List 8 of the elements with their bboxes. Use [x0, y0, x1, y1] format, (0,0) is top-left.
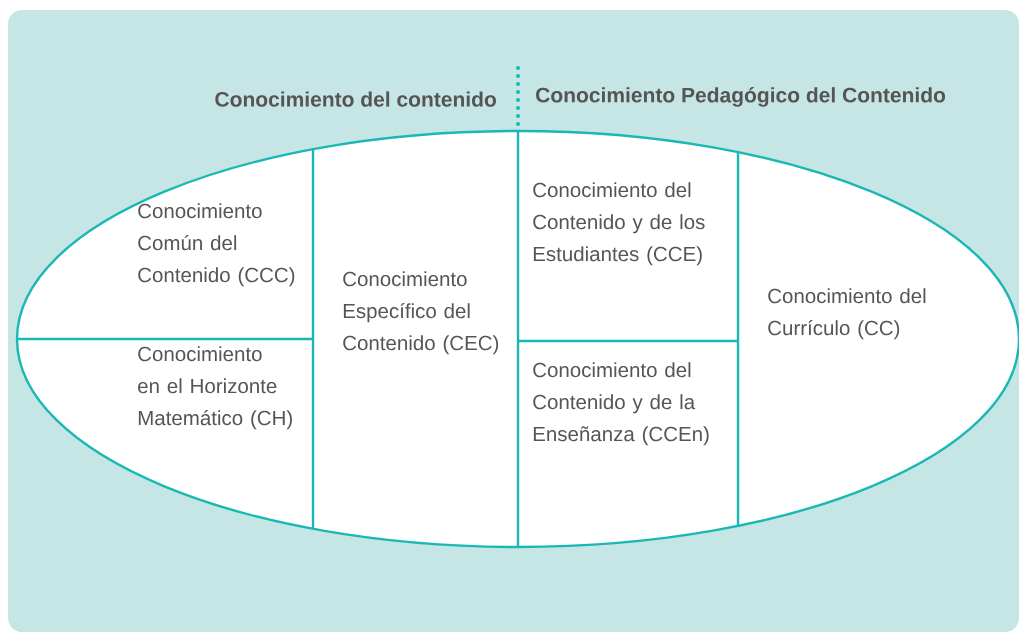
section-heading: Conocimiento del contenido [215, 91, 496, 107]
region-text: Conocimiento del Contenido y de los Estudiantes (CCE) [533, 182, 705, 266]
region-text: Conocimiento en el Horizonte Matemático (CH) [138, 346, 292, 430]
region-text: Conocimiento Común del Contenido (CCC) [138, 203, 295, 287]
region-text: Conocimiento Específico del Contenido (CEC) [343, 271, 499, 355]
region-text: Conocimiento del Currículo (CC) [768, 288, 926, 340]
section-heading: Conocimiento Pedagógico del Contenido [536, 86, 946, 107]
region-text: Conocimiento del Contenido y de la Enseñanza (CCEn) [533, 362, 709, 446]
